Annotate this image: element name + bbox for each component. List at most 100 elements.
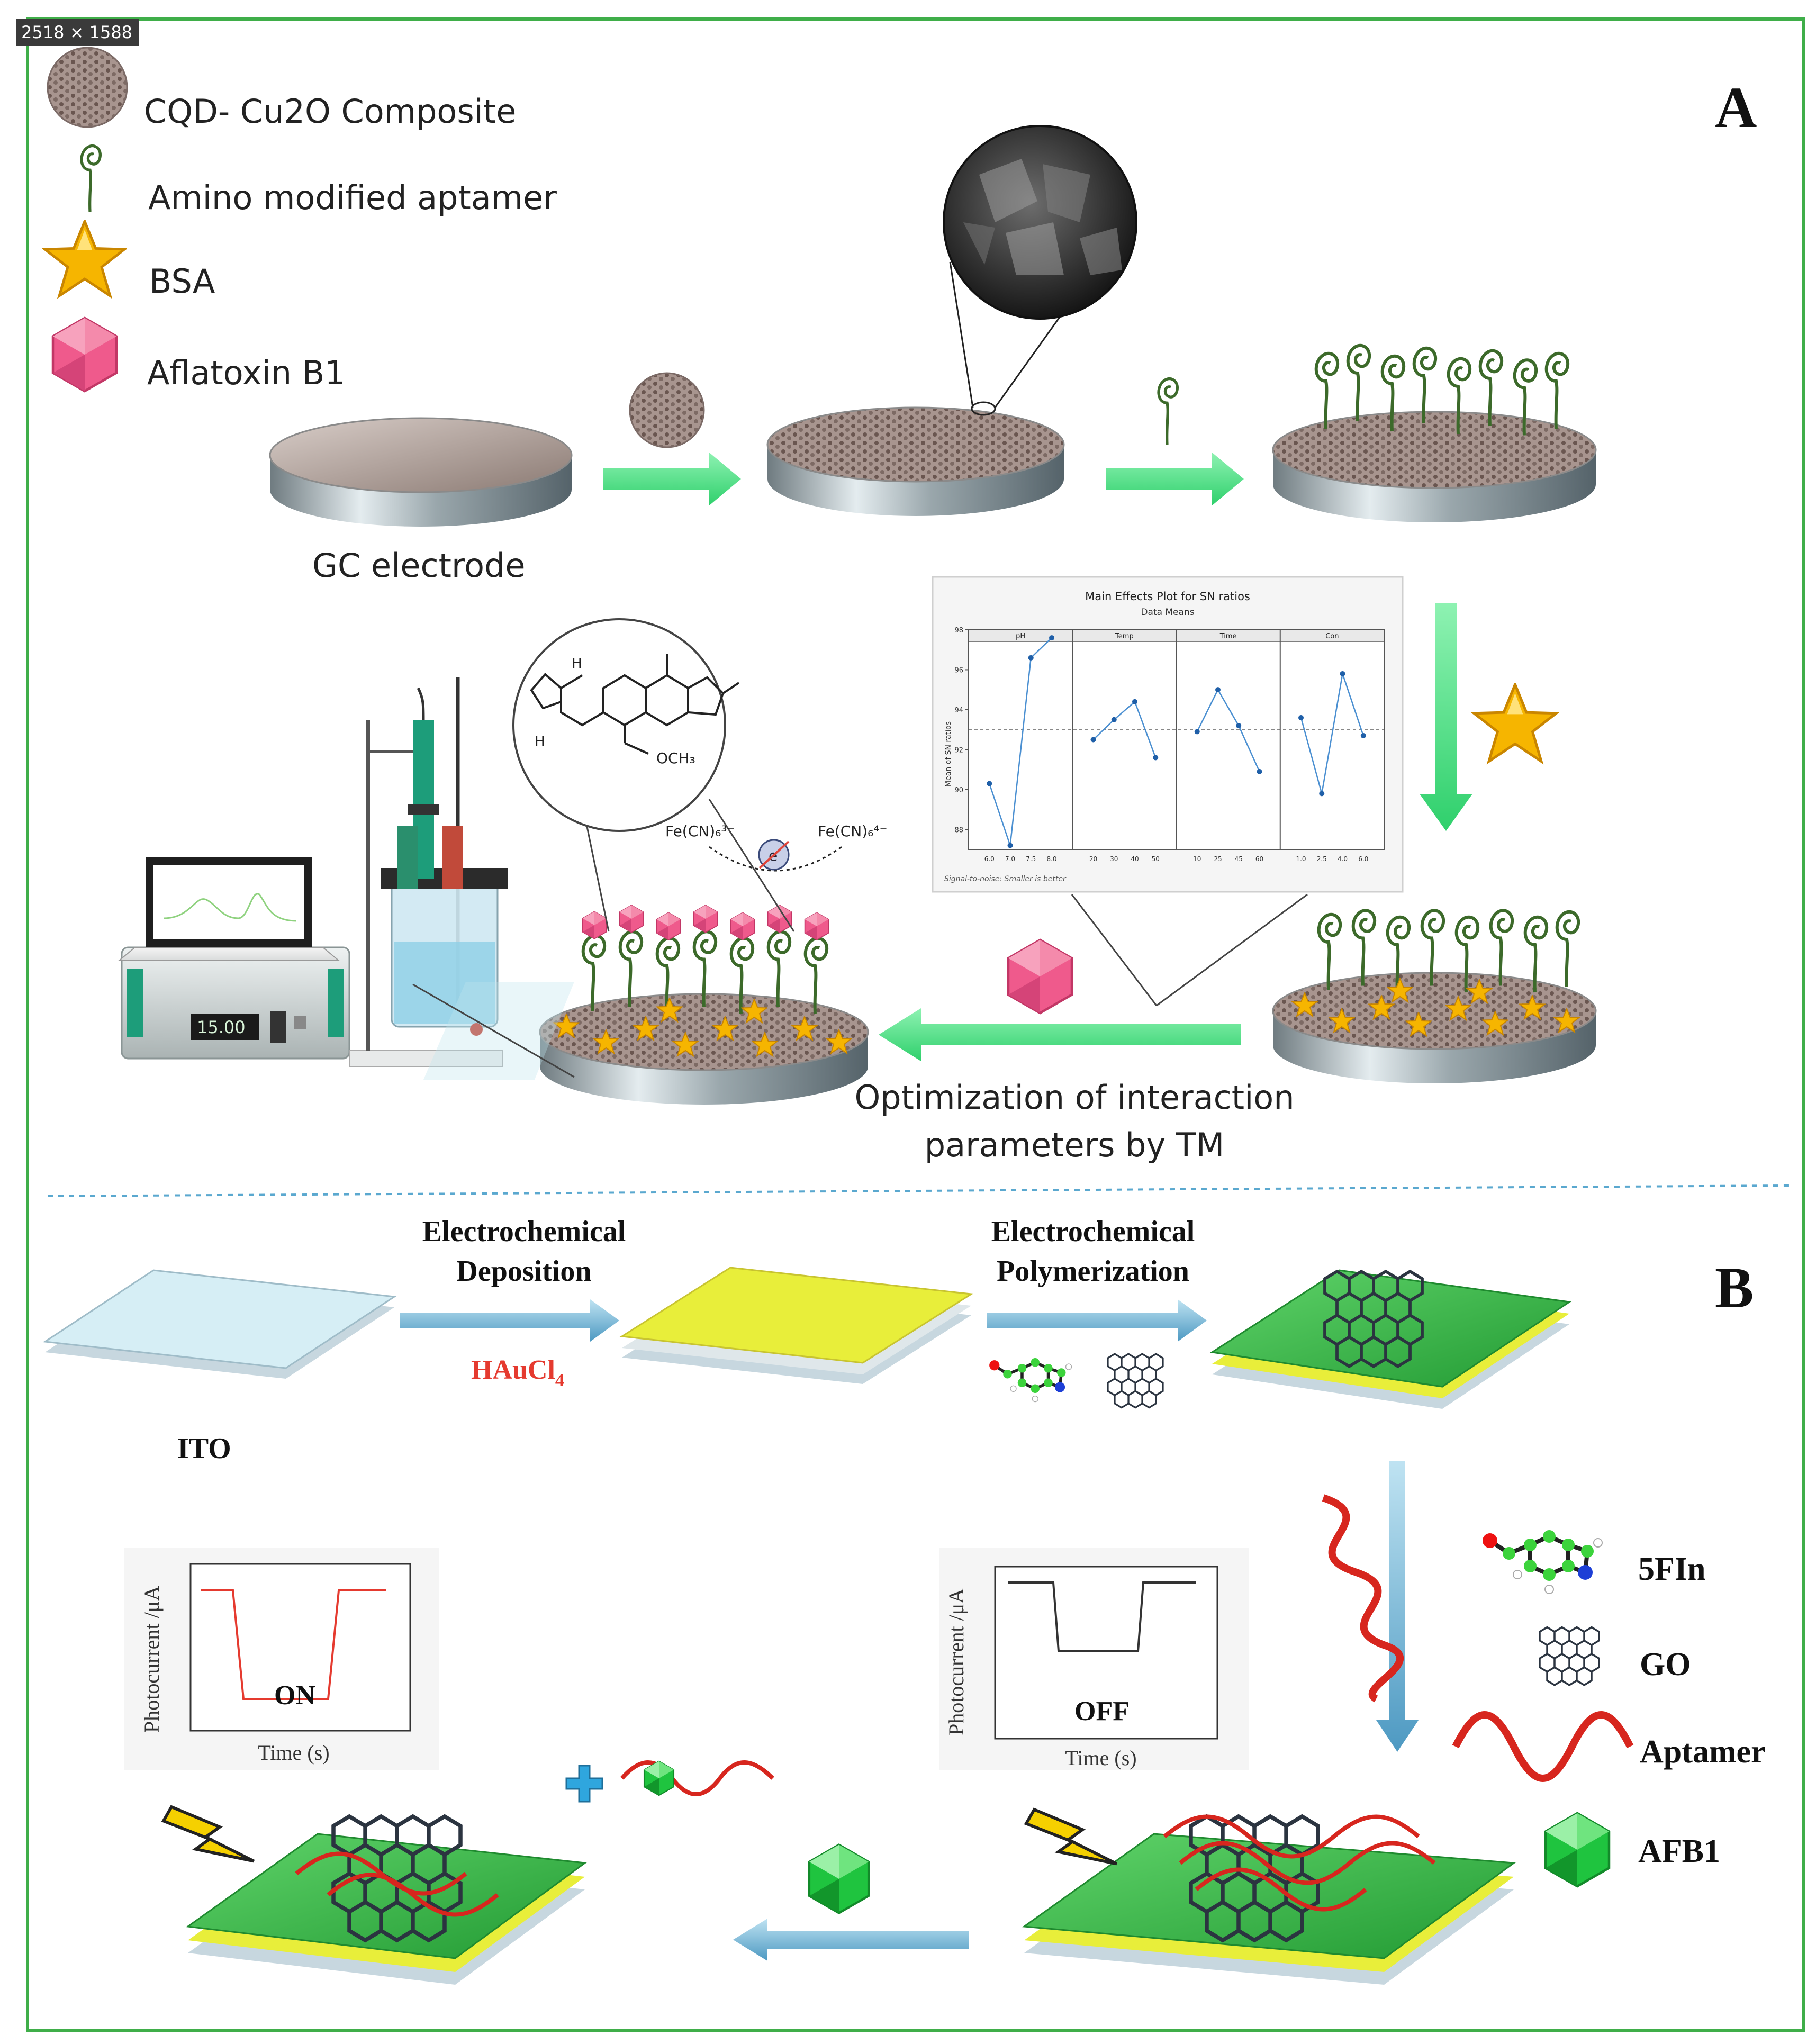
panel-a-legend: CQD- Cu2O Composite Amino modified aptam… xyxy=(45,47,557,392)
released-complex xyxy=(565,1760,774,1803)
legend-5fin-label: 5FIn xyxy=(1638,1551,1705,1587)
step2-line1: Electrochemical xyxy=(991,1215,1195,1248)
x-tick-label: 7.0 xyxy=(1005,855,1015,863)
panel-header-label: Temp xyxy=(1115,632,1134,640)
legend-afb1-label: AFB1 xyxy=(1638,1833,1720,1869)
panel-divider xyxy=(47,1184,1790,1197)
go-modified-slide xyxy=(1209,1270,1572,1409)
data-point xyxy=(1360,732,1366,738)
dimension-badge: 2518 × 1588 xyxy=(16,19,139,46)
y-tick-label: 98 xyxy=(954,627,963,635)
on-state-label: ON xyxy=(274,1680,315,1711)
y-tick-label: 92 xyxy=(954,746,963,754)
off-xlabel: Time (s) xyxy=(1065,1746,1136,1770)
y-tick-label: 96 xyxy=(954,666,963,674)
data-point xyxy=(987,781,992,786)
toxin-bound-electrode xyxy=(539,905,869,1105)
data-point xyxy=(1090,737,1096,743)
molecule-h-bottom: H xyxy=(535,734,545,750)
y-tick-label: 88 xyxy=(954,826,963,834)
photocurrent-plot-on: ON Photocurrent /μA Time (s) xyxy=(124,1548,439,1770)
data-point xyxy=(1215,687,1221,693)
x-tick-label: 30 xyxy=(1110,855,1118,863)
off-state-label: OFF xyxy=(1074,1696,1130,1726)
x-tick-label: 45 xyxy=(1235,855,1243,863)
series-line-time xyxy=(1196,688,1260,772)
x-tick-label: 25 xyxy=(1214,855,1222,863)
series-line-ph xyxy=(989,637,1052,846)
x-tick-label: 2.5 xyxy=(1317,855,1327,863)
x-tick-label: 40 xyxy=(1131,855,1139,863)
step-arrow-2 xyxy=(1106,453,1244,505)
gold-slide xyxy=(619,1267,974,1384)
bsa-electrode xyxy=(1272,910,1597,1083)
panel-header-label: Con xyxy=(1325,632,1339,640)
panel-header-label: Time xyxy=(1219,632,1237,640)
legend-bsa-label: BSA xyxy=(149,262,215,301)
x-tick-label: 60 xyxy=(1255,855,1263,863)
ferricyanide-label: Fe(CN)₆³⁻ xyxy=(665,822,735,840)
panel-a-letter: A xyxy=(1715,75,1757,140)
dimension-badge-text: 2518 × 1588 xyxy=(21,22,132,42)
blocked-transfer-mark xyxy=(758,840,790,869)
optimization-line-1: Optimization of interaction xyxy=(854,1078,1294,1117)
x-tick-label: 8.0 xyxy=(1046,855,1056,863)
redox-couple: Fe(CN)₆³⁻ Fe(CN)₆⁴⁻ e xyxy=(665,822,887,872)
chart-footer: Signal-to-noise: Smaller is better xyxy=(944,875,1067,883)
reagent-label: HAuCl4 xyxy=(471,1355,564,1390)
panel-b-letter: B xyxy=(1715,1255,1754,1320)
series-line-con xyxy=(1300,673,1364,794)
panel-header-label: pH xyxy=(1016,632,1025,640)
ito-label: ITO xyxy=(177,1432,231,1465)
instrument-display: 15.00 xyxy=(197,1017,246,1037)
off-state-slide xyxy=(1022,1810,1516,1985)
laptop xyxy=(118,857,340,961)
data-point xyxy=(1007,843,1013,848)
legend-aptamer-label-b: Aptamer xyxy=(1640,1734,1766,1770)
gc-electrode xyxy=(269,417,573,527)
legend-cqd-label: CQD- Cu2O Composite xyxy=(144,92,516,131)
legend-aflatoxin-label: Aflatoxin B1 xyxy=(147,354,346,392)
data-point xyxy=(1319,791,1325,797)
photocurrent-plot-off: OFF Photocurrent /μA Time (s) xyxy=(939,1548,1249,1770)
electrochemical-workstation: 15.00 xyxy=(121,946,350,1060)
b-arrow-1 xyxy=(400,1299,619,1342)
off-trace xyxy=(1008,1581,1196,1652)
x-tick-label: 20 xyxy=(1089,855,1097,863)
b-arrow-2 xyxy=(987,1299,1207,1342)
methoxy-label: OCH₃ xyxy=(656,749,695,767)
data-point xyxy=(1028,655,1034,661)
on-state-slide xyxy=(164,1807,587,1985)
step-arrow-4 xyxy=(879,1008,1241,1061)
cqd-coated-electrode xyxy=(766,406,1065,516)
main-effects-chart: Main Effects Plot for SN ratios Data Mea… xyxy=(932,576,1404,893)
x-tick-label: 1.0 xyxy=(1296,855,1306,863)
data-point xyxy=(1049,635,1054,641)
ferrocyanide-label: Fe(CN)₆⁴⁻ xyxy=(818,822,887,840)
data-point xyxy=(1132,699,1137,704)
plus-icon xyxy=(565,1765,603,1803)
step-arrow-3 xyxy=(1420,603,1472,831)
x-tick-label: 6.0 xyxy=(1358,855,1368,863)
aptamer-electrode xyxy=(1272,346,1597,522)
panel-b-legend: 5FIn GO Aptamer AFB1 xyxy=(1452,1530,1766,1886)
x-tick-label: 4.0 xyxy=(1338,855,1348,863)
chart-pointer-left xyxy=(1071,894,1158,1006)
chart-subtitle: Data Means xyxy=(1141,607,1194,618)
on-xlabel: Time (s) xyxy=(258,1741,329,1765)
step-arrow-1 xyxy=(603,453,741,505)
data-point xyxy=(1111,717,1117,722)
chart-pointer-right xyxy=(1156,893,1308,1007)
on-trace xyxy=(201,1589,386,1700)
step1-line2: Deposition xyxy=(456,1255,591,1288)
molecule-h-top: H xyxy=(572,656,582,672)
x-tick-label: 7.5 xyxy=(1026,855,1036,863)
chart-title: Main Effects Plot for SN ratios xyxy=(1085,590,1250,603)
cqd-composite-icon xyxy=(47,47,128,128)
data-point xyxy=(1194,729,1200,735)
aflatoxin-structure-bubble: OCH₃ H H xyxy=(512,618,795,932)
step2-line2: Polymerization xyxy=(997,1255,1189,1288)
gc-electrode-label: GC electrode xyxy=(312,546,526,585)
